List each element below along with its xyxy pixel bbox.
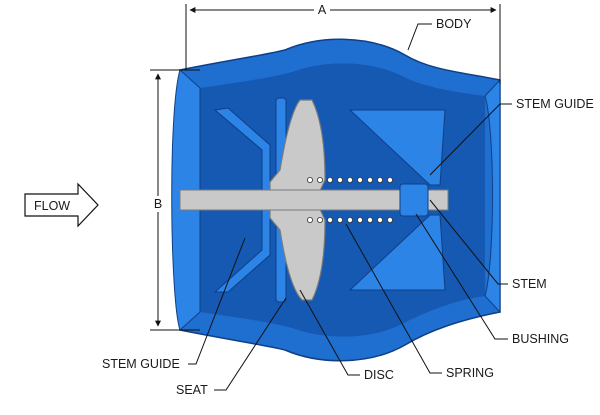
right-stem-guide-lower xyxy=(348,214,446,291)
dimension-a-label: A xyxy=(318,3,327,17)
flow-label: FLOW xyxy=(34,199,70,213)
leader-stem-guide-left xyxy=(188,237,246,365)
label-disc: DISC xyxy=(364,368,394,382)
leader-lines xyxy=(188,23,512,391)
stem-shaft xyxy=(179,189,449,211)
flow-arrow xyxy=(24,182,99,228)
left-stem-guide-web xyxy=(213,107,271,293)
leader-seat xyxy=(214,297,287,391)
right-stem-guide-upper xyxy=(348,109,446,186)
label-spring: SPRING xyxy=(446,366,494,380)
leader-spring xyxy=(345,223,442,374)
label-bushing: BUSHING xyxy=(512,332,569,346)
dimension-a xyxy=(185,4,501,84)
label-stem: STEM xyxy=(512,277,547,291)
leader-stem xyxy=(429,199,508,285)
valve-body xyxy=(171,38,501,362)
label-stem-guide-left: STEM GUIDE xyxy=(102,357,180,371)
dimension-b-label: B xyxy=(154,197,162,211)
bushing-part xyxy=(399,183,429,217)
label-seat: SEAT xyxy=(176,383,208,397)
right-flange xyxy=(484,78,501,314)
dimension-b xyxy=(150,69,200,331)
leader-disc xyxy=(299,289,360,376)
leader-bushing xyxy=(415,213,508,340)
label-body: BODY xyxy=(436,17,472,31)
spring-coils xyxy=(306,176,393,223)
leader-body xyxy=(407,23,432,51)
leader-stem-guide-right xyxy=(429,103,512,176)
label-stem-guide-right: STEM GUIDE xyxy=(516,97,594,111)
